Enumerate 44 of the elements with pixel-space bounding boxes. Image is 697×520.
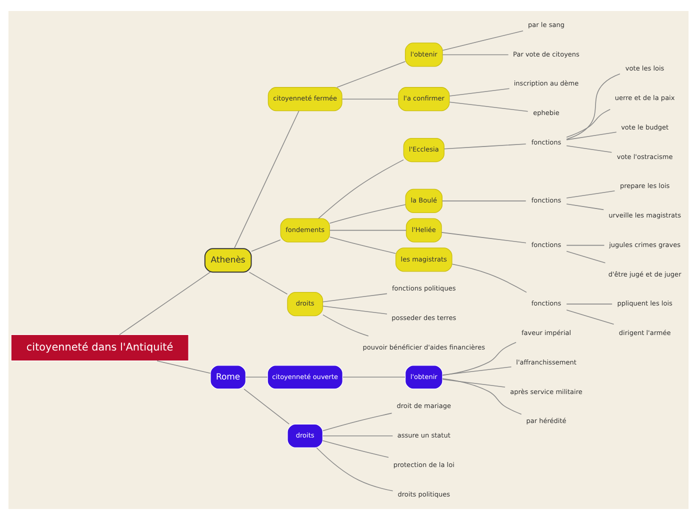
connector xyxy=(442,54,509,56)
connector xyxy=(322,440,389,458)
connector xyxy=(322,293,388,302)
connector xyxy=(566,145,612,153)
connector xyxy=(442,366,512,376)
connector xyxy=(248,272,288,295)
connector xyxy=(442,30,524,51)
connector xyxy=(329,230,407,231)
connector xyxy=(156,360,211,374)
connector xyxy=(316,447,394,492)
connector xyxy=(329,236,396,254)
node-box: Athenès xyxy=(204,248,252,273)
connector xyxy=(449,88,510,96)
connector xyxy=(444,144,526,150)
connector xyxy=(234,110,300,249)
connector xyxy=(442,379,506,388)
connector xyxy=(566,204,604,210)
connector xyxy=(318,159,404,219)
node-box: Rome xyxy=(210,365,246,390)
connector xyxy=(342,376,406,378)
connector xyxy=(566,73,620,140)
connector xyxy=(449,102,528,112)
connector xyxy=(566,108,611,138)
connector xyxy=(322,306,388,314)
connector xyxy=(566,310,614,325)
connector xyxy=(245,376,268,378)
connector xyxy=(329,204,406,224)
connector xyxy=(342,98,399,100)
connector xyxy=(251,239,281,252)
connector xyxy=(442,200,526,202)
connector xyxy=(442,378,522,415)
connector xyxy=(322,314,369,336)
connector xyxy=(566,244,605,246)
connector xyxy=(322,412,392,432)
connector xyxy=(441,232,526,244)
connector xyxy=(566,132,617,140)
connector xyxy=(442,342,516,376)
connector xyxy=(119,272,211,336)
node-box: citoyenneté dans l'Antiquité xyxy=(10,334,189,362)
connector xyxy=(244,388,290,424)
connector xyxy=(566,250,606,264)
connector xyxy=(566,190,616,198)
connector xyxy=(336,61,406,88)
connector xyxy=(452,264,527,293)
